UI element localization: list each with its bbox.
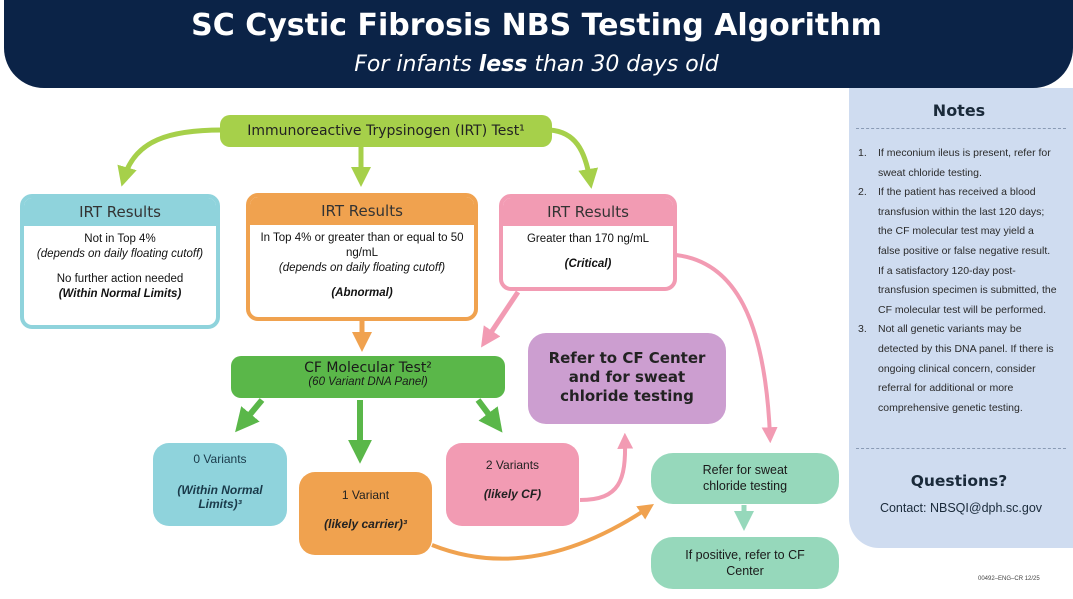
page-title: SC Cystic Fibrosis NBS Testing Algorithm [191, 8, 882, 43]
arrow-2-to-refer-cf [579, 432, 634, 502]
normal-line2: (depends on daily floating cutoff) [36, 248, 204, 260]
irt-results-critical-heading: IRT Results [503, 198, 673, 226]
variants-1-note: (likely carrier)³ [324, 517, 407, 531]
variants-2-box: 2 Variants (likely CF) [446, 443, 579, 526]
irt-test-box: Immunoreactive Trypsinogen (IRT) Test¹ [220, 115, 552, 147]
variants-0-label: 0 Variants [193, 452, 247, 466]
variants-1-label: 1 Variant [341, 488, 390, 502]
abnormal-line1: In Top 4% or greater than or equal to 50… [260, 232, 464, 259]
irt-results-abnormal-heading: IRT Results [250, 197, 474, 225]
note-item-1: 1.If meconium ileus is present, refer fo… [858, 147, 1051, 179]
notes-divider-bottom [856, 448, 1066, 449]
refer-sweat-box: Refer for sweat chloride testing [651, 453, 839, 504]
abnormal-line3: (Abnormal) [331, 287, 393, 299]
notes-panel [849, 88, 1073, 548]
arrow-irt-to-critical [549, 127, 599, 189]
critical-line2: (Critical) [564, 258, 612, 270]
arrow-critical-to-sweat [675, 253, 778, 444]
note-item-2: 2.If the patient has received a blood tr… [858, 186, 1057, 316]
irt-results-normal-heading: IRT Results [24, 198, 216, 226]
variants-1-box: 1 Variant (likely carrier)³ [299, 472, 432, 555]
normal-line1: Not in Top 4% [84, 233, 156, 245]
arrow-critical-to-cf [481, 290, 521, 348]
refer-cf-center-text: Refer to CF Center and for sweat chlorid… [548, 349, 706, 405]
notes-divider-top [856, 128, 1066, 129]
normal-line3: No further action needed [56, 273, 184, 285]
normal-line4: (Within Normal Limits) [58, 288, 182, 300]
arrow-cf-to-2 [475, 398, 503, 433]
questions-heading: Questions? [910, 472, 1008, 490]
refer-cf-center-box: Refer to CF Center and for sweat chlorid… [528, 333, 726, 424]
cf-molecular-subtitle: (60 Variant DNA Panel) [308, 376, 428, 388]
note-item-3: 3.Not all genetic variants may be detect… [858, 323, 1054, 414]
abnormal-line2: (depends on daily floating cutoff) [278, 262, 446, 274]
irt-results-abnormal-box: IRT Results In Top 4% or greater than or… [246, 193, 478, 321]
arrow-irt-to-normal [117, 127, 223, 187]
cf-molecular-title: CF Molecular Test² [304, 360, 432, 376]
contact-email[interactable]: Contact: NBSQI@dph.sc.gov [879, 501, 1043, 515]
variants-2-note: (likely CF) [483, 487, 542, 501]
refer-sweat-text: Refer for sweat chloride testing [702, 463, 788, 493]
if-positive-text: If positive, refer to CF Center [685, 548, 805, 578]
irt-results-normal-box: IRT Results Not in Top 4% (depends on da… [20, 194, 220, 329]
page-subtitle: For infants less than 30 days old [354, 52, 719, 77]
notes-list: 1.If meconium ileus is present, refer fo… [858, 144, 1058, 418]
variants-0-note: (Within Normal Limits)³ [177, 483, 263, 511]
critical-line1: Greater than 170 ng/mL [526, 233, 650, 245]
variants-0-box: 0 Variants (Within Normal Limits)³ [153, 443, 287, 526]
if-positive-box: If positive, refer to CF Center [651, 537, 839, 589]
cf-molecular-test-box: CF Molecular Test² (60 Variant DNA Panel… [231, 356, 505, 398]
arrow-cf-to-0 [235, 398, 265, 433]
irt-results-critical-box: IRT Results Greater than 170 ng/mL (Crit… [499, 194, 677, 291]
header-banner [4, 0, 1073, 88]
variants-2-label: 2 Variants [485, 458, 540, 472]
notes-title: Notes [932, 101, 986, 120]
footer-code: 00492–ENG–CR 12/25 [978, 576, 1040, 582]
arrow-1-to-sweat [431, 504, 654, 561]
